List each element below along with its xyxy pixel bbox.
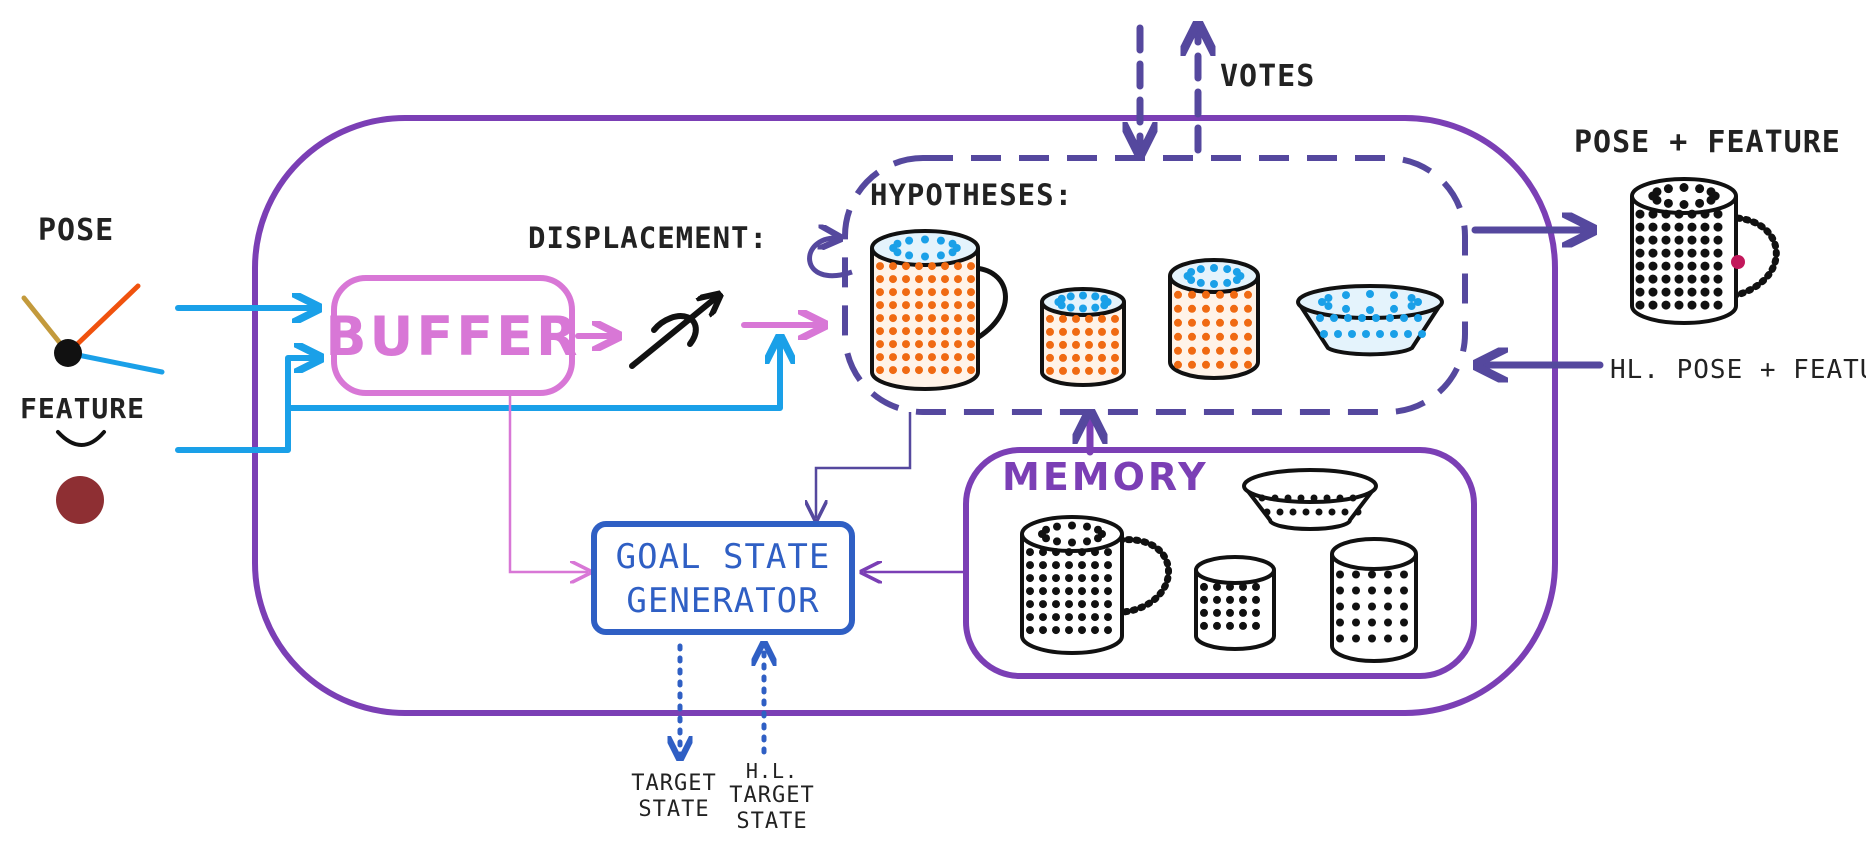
color-dot-icon: [56, 476, 104, 524]
input-arrows: [175, 308, 780, 453]
buffer-box: [331, 275, 575, 396]
goal-state-generator-box: [591, 521, 855, 635]
buffer-label: BUFFER: [325, 305, 580, 368]
hl-target-line3: STATE: [736, 809, 807, 834]
curvature-icon: [56, 430, 106, 447]
goal-label-line1: GOAL STATE: [616, 537, 831, 577]
target-state-line2: STATE: [638, 797, 709, 822]
hypothesis-mug: [870, 229, 1008, 391]
hl-target-line2: TARGET: [729, 783, 814, 808]
loop-arrow-icon: [807, 238, 853, 279]
votes-label: VOTES: [1220, 59, 1315, 94]
hypothesis-dots: [876, 235, 1426, 375]
goal-label-line2: GENERATOR: [626, 581, 819, 621]
target-state-line1: TARGET: [631, 771, 716, 796]
hypothesis-tall-cylinder: [1168, 258, 1260, 380]
feature-label: FEATURE: [20, 392, 145, 425]
hypotheses-label: HYPOTHESES:: [870, 178, 1073, 212]
learning-module-boundary: [252, 115, 1558, 716]
hypotheses-to-goal-arrow: [816, 412, 912, 518]
pose-label: POSE: [38, 213, 114, 248]
goal-io-arrows: [680, 646, 764, 756]
output-feature-dot: [1731, 255, 1745, 269]
memory-box: [963, 447, 1477, 679]
hl-target-line1: H.L.: [746, 759, 798, 783]
memory-dots: [1026, 494, 1408, 643]
hl-pose-feature-label: HL. POSE + FEATURE: [1610, 355, 1866, 385]
pose-axes-icon: [21, 283, 165, 375]
votes-arrows: [1140, 28, 1198, 150]
buffer-to-goal-arrow: [508, 396, 588, 572]
hypotheses-box: [842, 155, 1468, 415]
memory-label: MEMORY: [1002, 455, 1209, 499]
pose-feature-out-label: POSE + FEATURE: [1574, 125, 1841, 160]
displacement-label: DISPLACEMENT:: [528, 221, 768, 255]
output-mug-dots: [1635, 183, 1723, 310]
displacement-icon: [629, 296, 718, 369]
